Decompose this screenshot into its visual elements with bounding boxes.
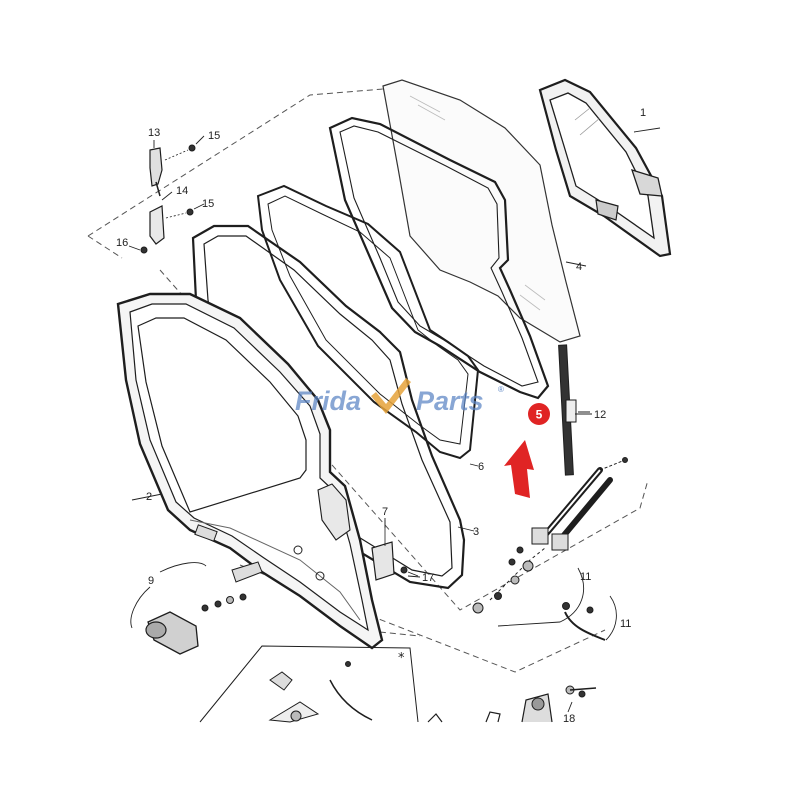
callout-16: 16 [116, 237, 128, 249]
callout-2: 2 [146, 491, 152, 503]
part-glass-panel [382, 79, 581, 343]
callout-18: 18 [563, 713, 575, 725]
callout-15-b: 15 [202, 198, 214, 210]
part-middle-seal [256, 184, 480, 460]
watermark-check-mark-icon [371, 378, 411, 414]
part-latch-hardware [140, 144, 196, 254]
part-motor [145, 561, 263, 655]
part-struts [472, 457, 628, 641]
watermark-registered-mark: ® [498, 385, 504, 394]
red-up-arrow [504, 440, 534, 498]
watermark-text-1: Frida [295, 386, 361, 416]
watermark: Frida Parts ® [295, 378, 504, 416]
part-bracket [371, 520, 419, 581]
callout-6: 6 [478, 461, 484, 473]
part-rear-seal [328, 116, 550, 400]
highlight-number: 5 [536, 408, 543, 422]
callout-1: 1 [640, 107, 646, 119]
callout-17: 17 [422, 572, 434, 584]
callout-14: 14 [176, 185, 188, 197]
callout-11-b: 11 [620, 618, 631, 630]
callout-11-a: 11 [580, 571, 591, 583]
callout-numbers: 1 2 3 4 6 7 9 11 11 12 13 14 15 15 16 17… [116, 107, 646, 725]
callout-7: 7 [382, 506, 388, 518]
callout-3: 3 [473, 526, 479, 538]
part-door-frame-assembly [538, 78, 672, 258]
callout-4: 4 [576, 261, 582, 273]
callout-9: 9 [148, 575, 154, 587]
detail-star-marker: * [398, 651, 405, 666]
callout-15-a: 15 [208, 130, 220, 142]
detail-box [199, 645, 597, 723]
part-outer-door-frame [116, 292, 384, 650]
leader-lines [128, 127, 661, 713]
highlight-marker: 5 [504, 403, 550, 498]
callout-13: 13 [148, 127, 160, 139]
red-number-badge [528, 403, 550, 425]
watermark-text-2: Parts [416, 386, 484, 416]
callout-12: 12 [594, 409, 606, 421]
part-rod [558, 344, 590, 476]
